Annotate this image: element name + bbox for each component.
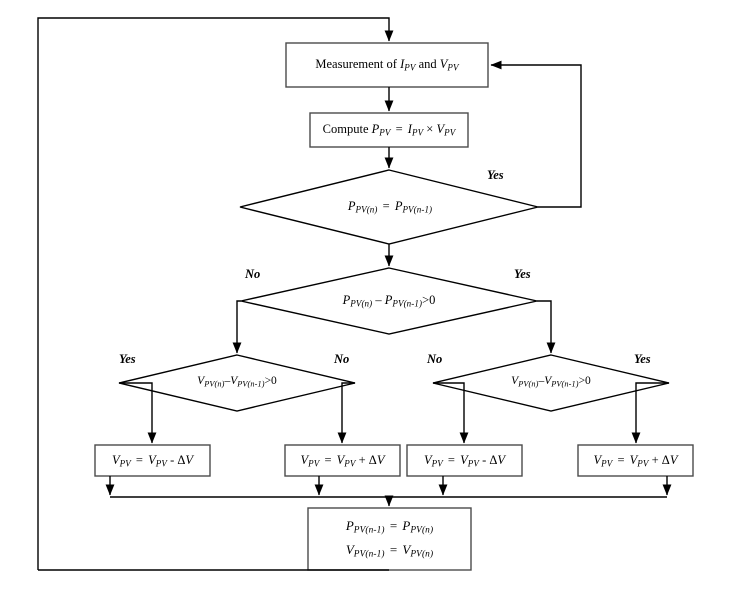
- node-action-1-shape: [94, 444, 211, 477]
- branch-label-no-voltage-left: No: [334, 352, 350, 366]
- node-compute-shape: [309, 112, 469, 148]
- node-compute[interactable]: [310, 113, 468, 147]
- branch-label-yes-power-delta: Yes: [514, 267, 531, 281]
- node-action-3-shape: [406, 444, 523, 477]
- connector-decision1-yes-to-measure: [490, 60, 582, 208]
- branch-label-yes-voltage-right: Yes: [634, 352, 651, 366]
- connector-voltage-left-no-to-action2: [337, 382, 355, 444]
- node-decision-power-delta[interactable]: [241, 268, 537, 334]
- node-decision-voltage-right[interactable]: [433, 355, 669, 411]
- node-decision-power-equal[interactable]: [240, 170, 538, 244]
- node-update-shape: [307, 507, 472, 571]
- branch-label-yes-power-equal: Yes: [487, 168, 504, 182]
- node-decision-voltage-left[interactable]: [119, 355, 355, 411]
- connector-voltage-left-yes-to-action1: [119, 382, 157, 444]
- connector-decision2-yes-to-voltage-right: [537, 300, 556, 354]
- branch-label-yes-voltage-left: Yes: [119, 352, 136, 366]
- node-decision-power-delta-shape: [240, 267, 538, 335]
- node-action-1[interactable]: [95, 445, 210, 476]
- connector-voltage-right-no-to-action3: [433, 382, 469, 444]
- branch-label-no-voltage-right: No: [427, 352, 443, 366]
- node-action-2[interactable]: [285, 445, 400, 476]
- node-decision-voltage-right-shape: [432, 354, 670, 412]
- connector-decision2-no-to-voltage-left: [232, 300, 242, 354]
- node-update[interactable]: [308, 508, 471, 570]
- connector-voltage-right-yes-to-action4: [631, 382, 669, 444]
- node-measure[interactable]: [286, 43, 488, 87]
- branch-label-no-power-delta: No: [245, 267, 261, 281]
- node-action-2-shape: [284, 444, 401, 477]
- node-measure-shape: [285, 42, 489, 88]
- node-action-4[interactable]: [578, 445, 693, 476]
- node-decision-voltage-left-shape: [118, 354, 356, 412]
- node-action-3[interactable]: [407, 445, 522, 476]
- node-action-4-shape: [577, 444, 694, 477]
- connector-outer-return-loop: [37, 17, 394, 570]
